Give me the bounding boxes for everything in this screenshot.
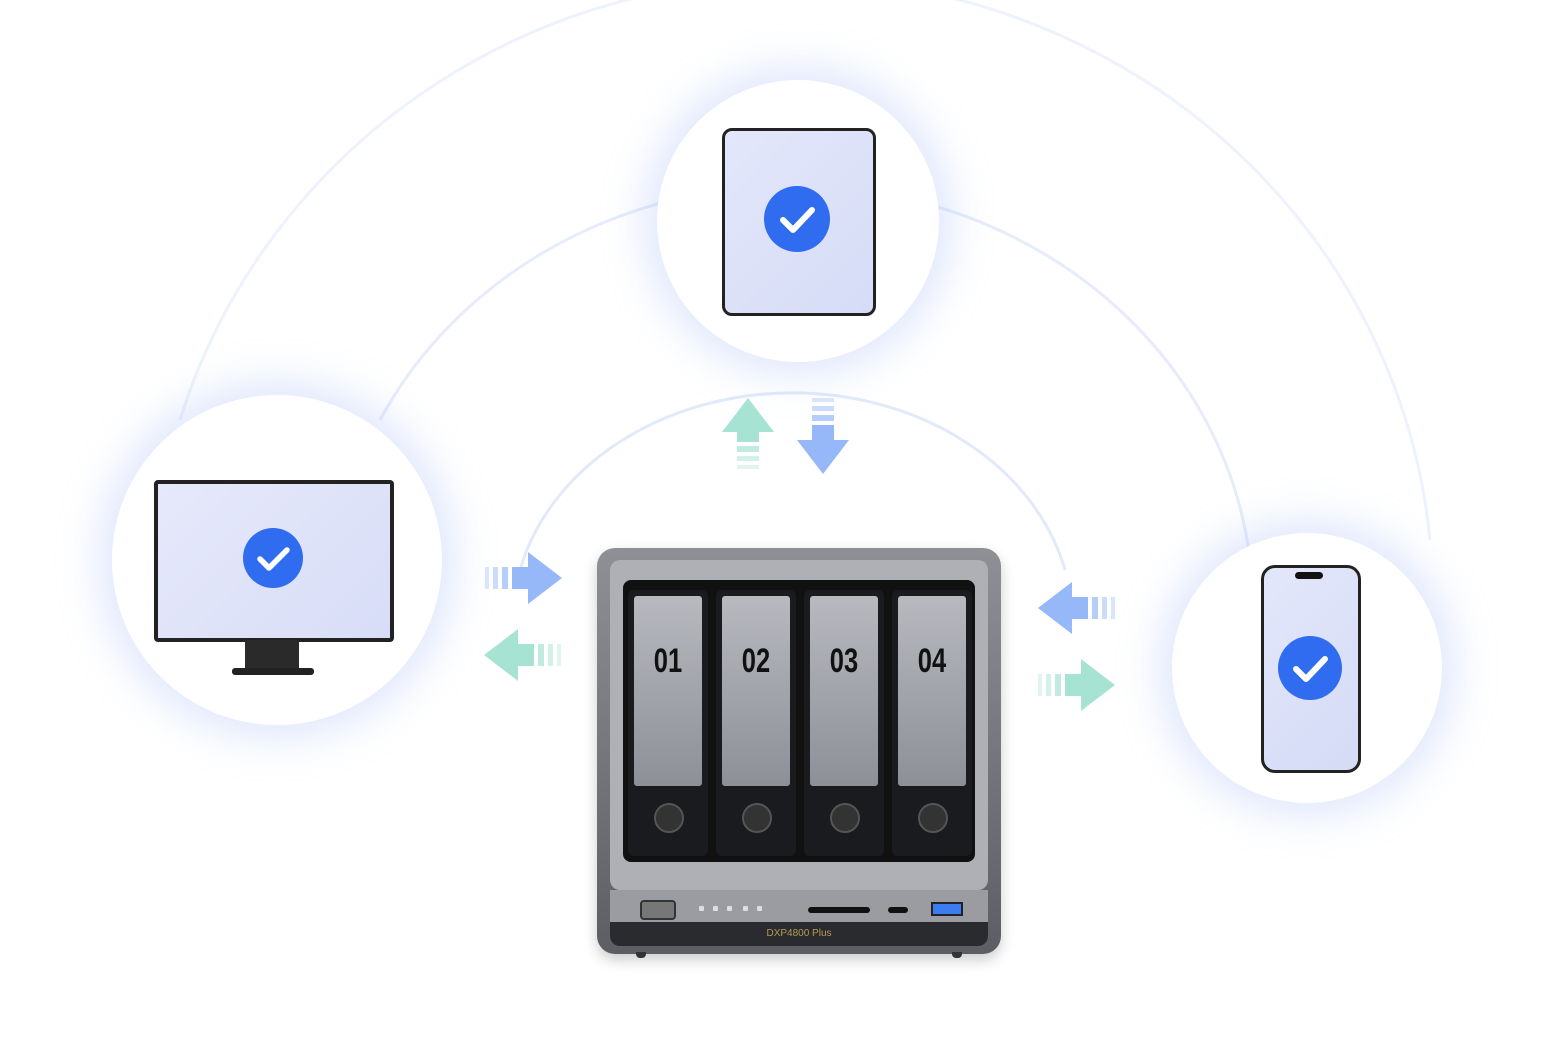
bay-lock-icon — [918, 803, 948, 833]
bay-lock-icon — [654, 803, 684, 833]
phone-notch — [1295, 572, 1323, 579]
drive-bay-3[interactable]: 03 — [804, 590, 884, 856]
nas-foot — [636, 952, 646, 958]
arrow-down-icon — [797, 398, 849, 474]
arrow-up-icon — [722, 398, 774, 469]
arrow-right-icon — [485, 552, 562, 604]
power-button — [640, 900, 676, 920]
bay-number: 04 — [917, 642, 947, 680]
check-icon — [243, 528, 303, 588]
bay-lock-icon — [830, 803, 860, 833]
drive-bay-2[interactable]: 02 — [716, 590, 796, 856]
status-led — [713, 906, 718, 911]
status-led — [757, 906, 762, 911]
status-led — [727, 906, 732, 911]
arrow-left-icon — [1038, 582, 1115, 634]
usb-c-port — [888, 907, 908, 913]
sd-card-slot — [808, 907, 870, 913]
status-led — [699, 906, 704, 911]
status-led — [743, 906, 748, 911]
bay-number: 01 — [653, 642, 683, 680]
bay-number: 03 — [829, 642, 859, 680]
arrow-right-icon — [1038, 659, 1115, 711]
nas-foot — [952, 952, 962, 958]
drive-bay-1[interactable]: 01 — [628, 590, 708, 856]
check-icon — [1278, 636, 1342, 700]
nas-model-label: DXP4800 Plus — [610, 922, 988, 946]
check-icon — [764, 186, 830, 252]
bay-number: 02 — [741, 642, 771, 680]
drive-bay-4[interactable]: 04 — [892, 590, 972, 856]
bay-lock-icon — [742, 803, 772, 833]
monitor-device — [154, 480, 394, 642]
monitor-stand — [245, 640, 299, 670]
arrow-left-icon — [484, 629, 561, 681]
usb-a-port — [931, 902, 963, 916]
monitor-base — [232, 668, 314, 675]
